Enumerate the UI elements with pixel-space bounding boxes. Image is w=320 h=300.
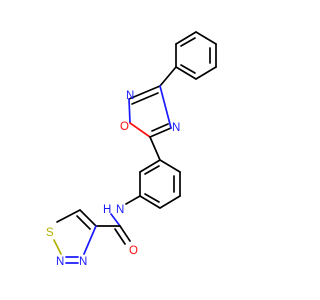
atom-label-layer: N O N N H O S N N — [46, 90, 180, 268]
bond-td-c4-c5 — [79, 209, 97, 227]
molecule-structure: N O N N H O S N N — [46, 31, 217, 268]
bond-ox-o1-c5 — [129, 122, 151, 138]
bond-bz-6 — [139, 159, 161, 173]
bond-ox-c3-n2-inner — [131, 92, 159, 105]
bond-bz-6-inner — [144, 165, 160, 175]
bond-bz-4-inner — [144, 193, 160, 203]
bond-bz-4 — [139, 195, 161, 209]
amide-oxygen-label: O — [129, 245, 138, 257]
thiadiazole-nitrogen-3-label: N — [79, 256, 87, 268]
bond-ph-to-oxadiazole — [159, 66, 177, 87]
bond-td-n3-c4 — [83, 225, 97, 255]
bond-ox-to-benzene — [149, 136, 161, 161]
bond-bz-1 — [159, 159, 181, 173]
oxadiazole-oxygen-label: O — [120, 121, 129, 133]
bond-ph-4 — [175, 66, 197, 80]
bond-nh-carbonyl — [110, 213, 121, 227]
amide-hydrogen-label: H — [103, 204, 111, 216]
bond-bz-to-nh — [125, 195, 141, 205]
bond-layer — [53, 31, 217, 264]
bond-ph-4-inner — [180, 64, 196, 74]
bond-ph-3 — [195, 66, 217, 80]
oxadiazole-nitrogen-2-label: N — [126, 90, 134, 102]
bond-ox-n4-c3 — [159, 85, 172, 129]
thiadiazole-nitrogen-2-label: N — [56, 256, 64, 268]
bond-carbonyl-o — [119, 225, 131, 242]
bond-ph-6 — [175, 31, 197, 45]
amide-nitrogen-label: N — [116, 204, 124, 216]
bond-td-c4-c5-inner — [76, 215, 91, 230]
bond-ph-6-inner — [180, 37, 196, 47]
bond-ox-c5-n4-inner — [151, 123, 169, 132]
bond-bz-3 — [159, 195, 181, 209]
bond-ox-n2-o1 — [128, 98, 131, 124]
bond-td-c5-s — [56, 209, 81, 223]
bond-ox-c3-n2 — [128, 85, 161, 100]
thiadiazole-sulfur-label: S — [46, 227, 54, 239]
bond-carbonyl-o-inner — [114, 228, 126, 245]
bond-td-s-n2 — [53, 239, 62, 255]
bond-ox-c5-n4 — [149, 127, 172, 138]
bond-ph-1 — [195, 31, 217, 45]
oxadiazole-nitrogen-4-label: N — [172, 122, 180, 134]
